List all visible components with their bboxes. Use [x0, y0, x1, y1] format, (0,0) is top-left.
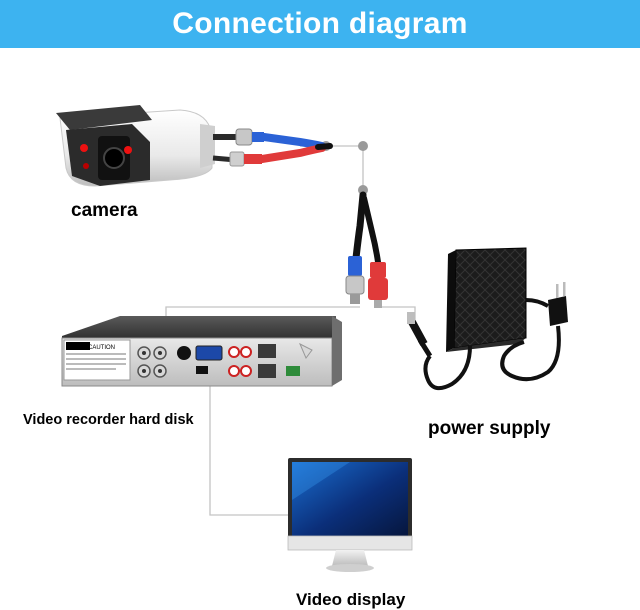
siamese-cable: [345, 191, 388, 308]
monitor: [287, 458, 413, 572]
camera-cables: [212, 128, 333, 167]
display-label: Video display: [296, 590, 406, 609]
power-adapter: [407, 247, 568, 391]
caution-label: CAUTION: [88, 345, 115, 351]
video-recorder: CAUTION: [61, 316, 342, 387]
recorder-label: Video recorder hard disk: [23, 412, 194, 428]
junction-node: [358, 185, 368, 195]
header-banner: Connection diagram: [0, 0, 640, 48]
page-title: Connection diagram: [172, 7, 468, 40]
junction-node: [358, 141, 368, 151]
bullet-camera: [56, 105, 215, 187]
power-label: power supply: [428, 418, 551, 439]
camera-label: camera: [71, 200, 138, 221]
recorder-to-display-wire: [209, 385, 289, 516]
